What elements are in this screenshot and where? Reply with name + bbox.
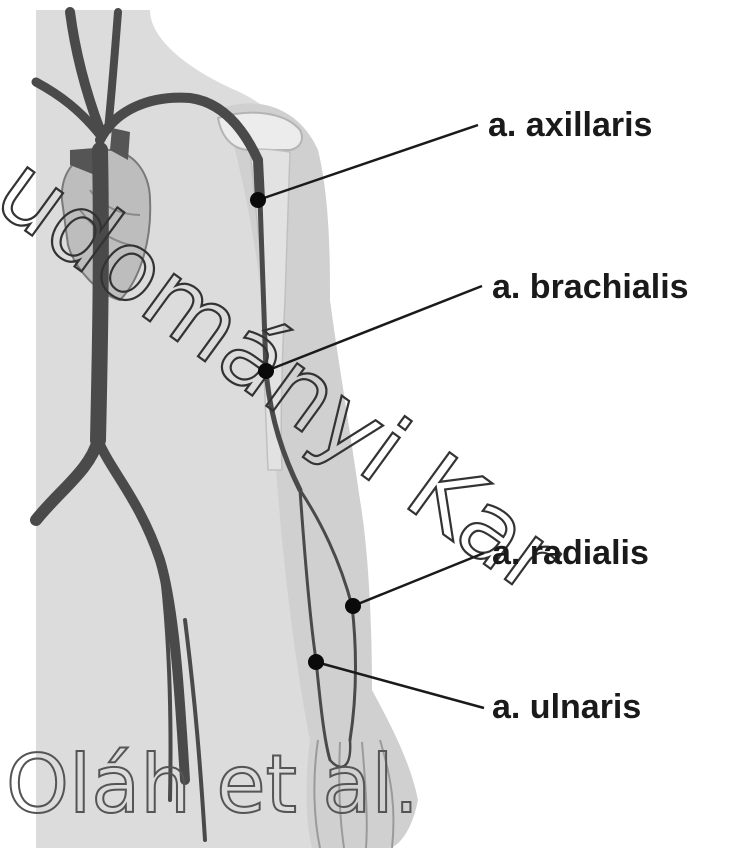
label-radialis: a. radialis (492, 534, 649, 572)
label-ulnaris: a. ulnaris (492, 688, 641, 726)
watermark-bottom: Oláh et al. (6, 738, 419, 831)
point-axillaris (250, 192, 266, 208)
point-brachialis (258, 363, 274, 379)
point-radialis (345, 598, 361, 614)
point-ulnaris (308, 654, 324, 670)
leader-radialis (353, 553, 484, 606)
label-brachialis: a. brachialis (492, 268, 689, 306)
label-axillaris: a. axillaris (488, 106, 652, 144)
